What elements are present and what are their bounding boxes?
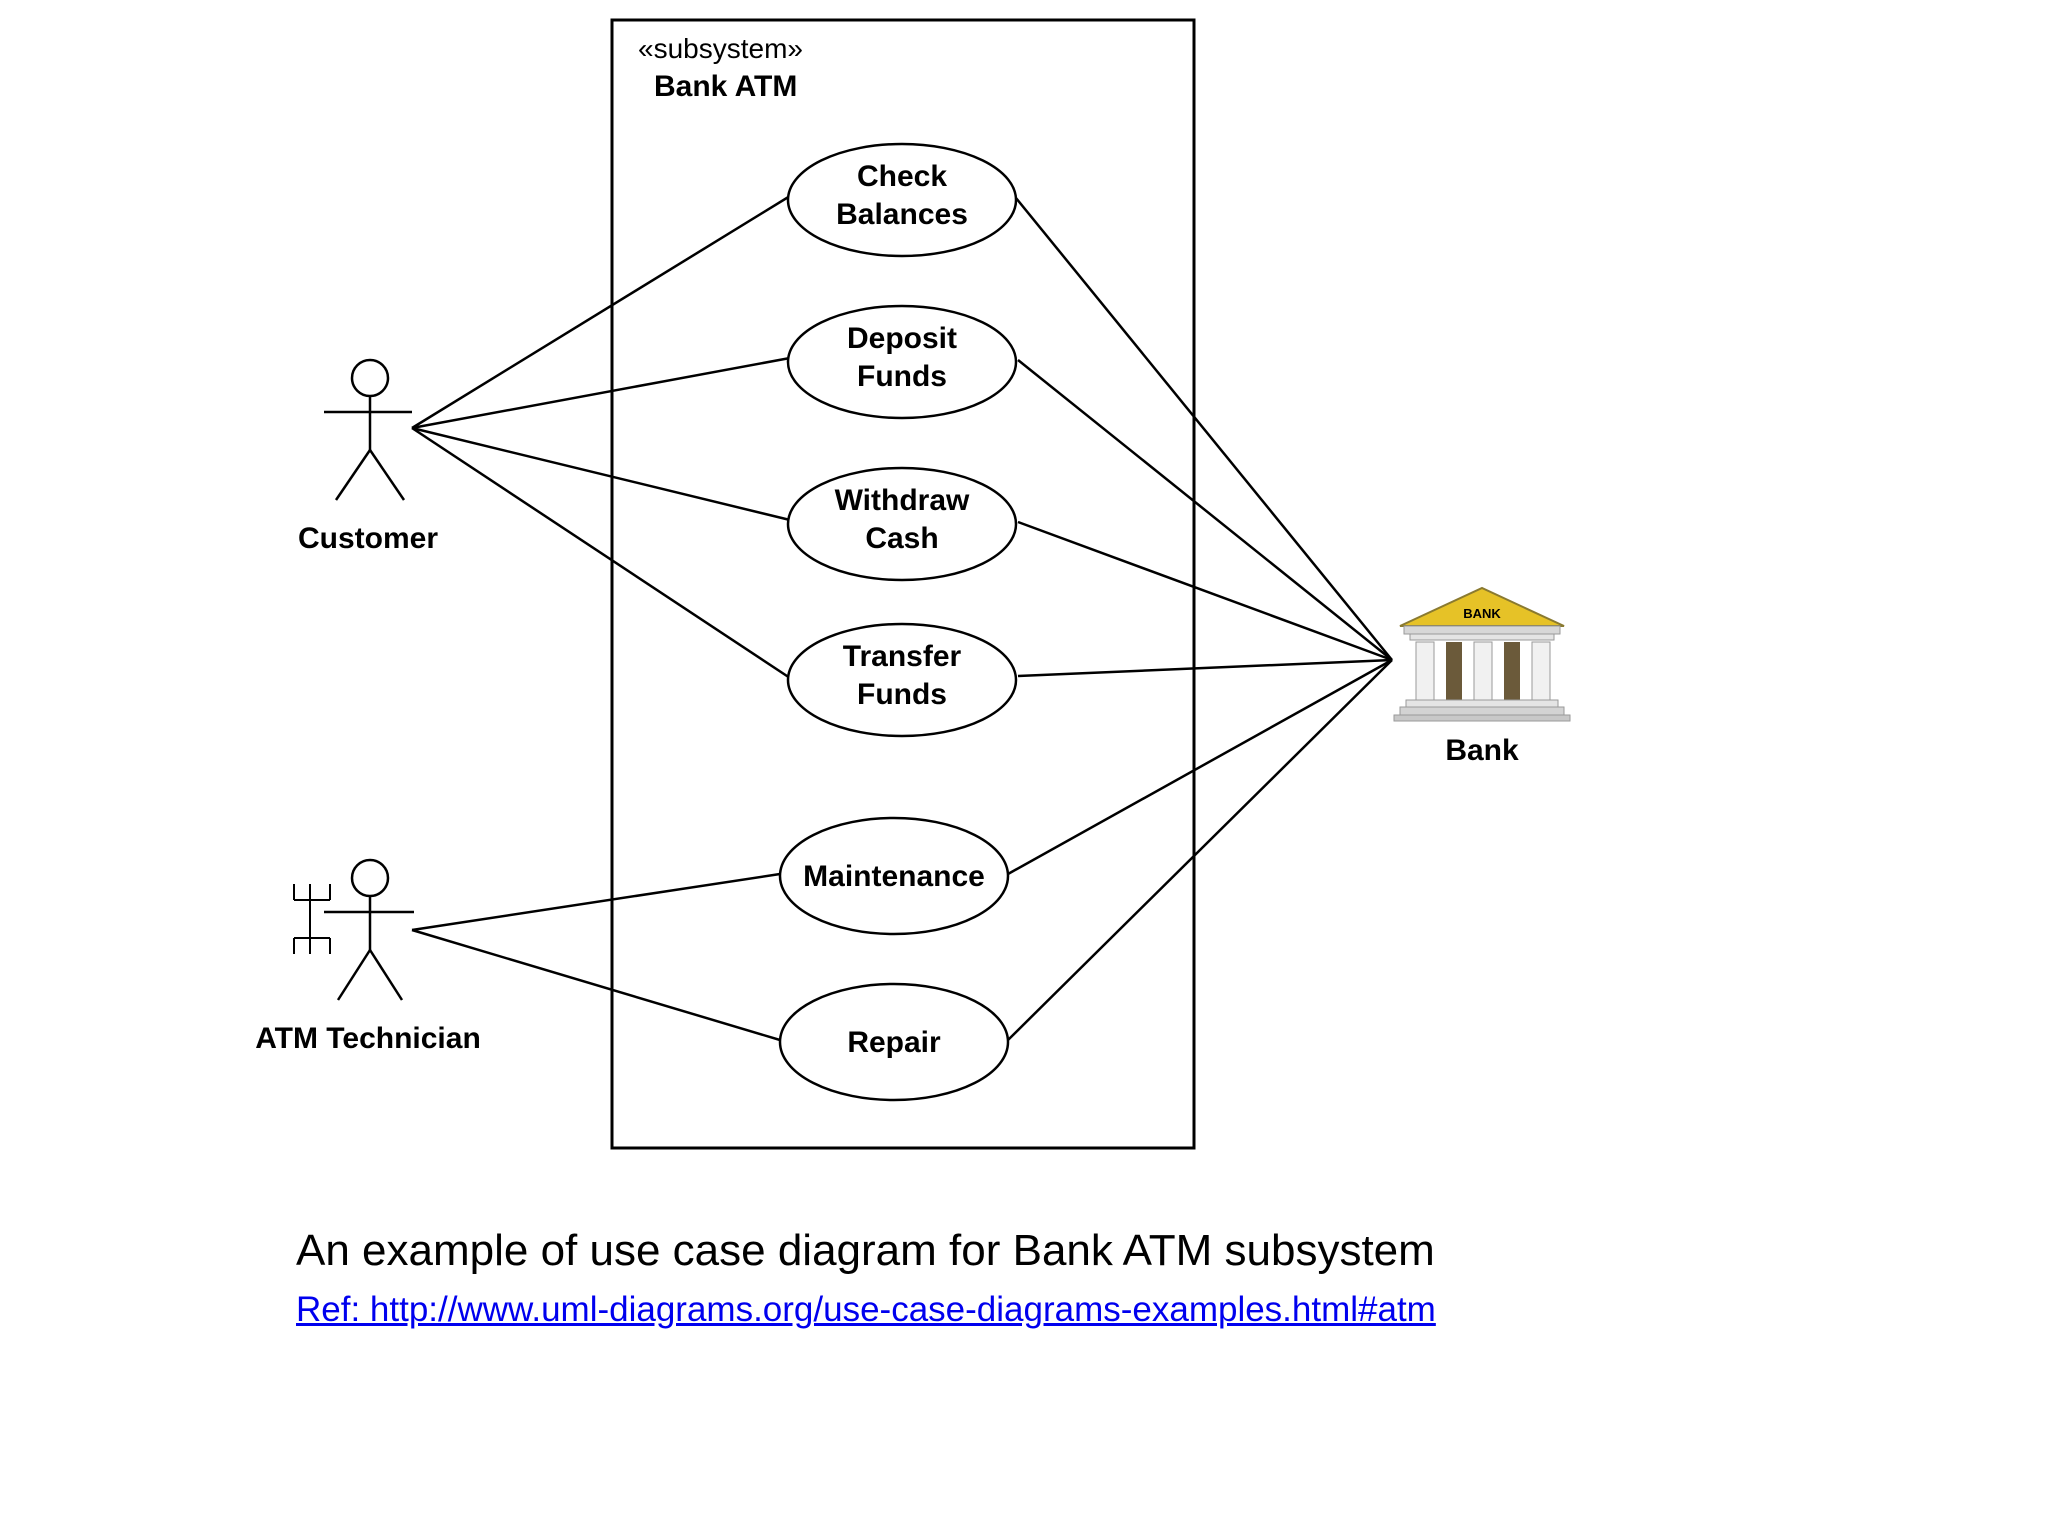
assoc-customer-check-balances [411, 194, 791, 430]
subsystem-name: Bank ATM [654, 70, 797, 103]
actor-customer[interactable] [324, 358, 412, 501]
assoc-customer-withdraw-cash [411, 426, 791, 522]
actor-right-leg [368, 949, 404, 1001]
actor-right-leg [368, 449, 406, 501]
use-case-ellipse [786, 466, 1018, 582]
robot-icon [293, 884, 331, 954]
assoc-customer-deposit-funds [411, 356, 791, 430]
assoc-bank-deposit-funds [1017, 359, 1393, 661]
actor-left-leg [336, 949, 372, 1001]
reference-link[interactable]: Ref: http://www.uml-diagrams.org/use-cas… [296, 1290, 1436, 1329]
use-case-check-balances[interactable]: Check Balances [786, 142, 1018, 258]
caption-text: An example of use case diagram for Bank … [296, 1226, 1435, 1275]
use-case-label-line2: Balances [836, 198, 968, 231]
use-case-transfer-funds[interactable]: Transfer Funds [786, 622, 1018, 738]
bank-associations [1007, 197, 1393, 1041]
use-case-maintenance[interactable]: Maintenance [778, 816, 1010, 936]
use-case-label-line1: Withdraw [835, 484, 970, 517]
assoc-customer-transfer-funds [411, 426, 791, 680]
use-case-deposit-funds[interactable]: Deposit Funds [786, 304, 1018, 420]
use-case-repair[interactable]: Repair [778, 982, 1010, 1102]
assoc-bank-withdraw-cash [1017, 520, 1393, 662]
subsystem-stereotype: «subsystem» [638, 33, 803, 64]
assoc-technician-repair [411, 928, 781, 1042]
bank-building-icon: BANK [1393, 586, 1571, 722]
use-case-label-line2: Funds [857, 360, 947, 393]
use-case-ellipse [778, 816, 1010, 936]
use-case-label-line1: Deposit [847, 322, 957, 355]
assoc-bank-repair [1007, 659, 1393, 1041]
use-case-label-line1: Transfer [843, 640, 962, 673]
assoc-technician-maintenance [411, 872, 781, 932]
actor-left-leg [334, 449, 372, 501]
customer-associations [411, 194, 791, 680]
use-case-withdraw-cash[interactable]: Withdraw Cash [786, 466, 1018, 582]
use-case-label-line2: Cash [865, 522, 938, 555]
actor-customer-label: Customer [298, 522, 438, 555]
use-case-label: Repair [847, 1026, 941, 1059]
actor-bank-label: Bank [1445, 734, 1519, 767]
actor-head [350, 858, 390, 898]
use-case-label: Maintenance [803, 860, 985, 893]
use-case-label-line1: Check [857, 160, 947, 193]
actor-technician[interactable] [293, 858, 414, 1001]
use-case-label-line2: Funds [857, 678, 947, 711]
use-case-ellipse [786, 622, 1018, 738]
use-case-ellipse [786, 142, 1018, 258]
assoc-bank-check-balances [1015, 197, 1393, 661]
actor-head [350, 358, 390, 398]
assoc-bank-transfer-funds [1017, 658, 1393, 678]
subsystem-boundary [610, 18, 1196, 1150]
actor-technician-label: ATM Technician [255, 1022, 481, 1055]
actor-bank[interactable]: BANK Bank [1393, 586, 1571, 767]
assoc-bank-maintenance [1007, 658, 1393, 876]
use-case-ellipse [778, 982, 1010, 1102]
bank-sign-text: BANK [1463, 606, 1501, 621]
technician-associations [411, 872, 781, 1042]
use-case-ellipse [786, 304, 1018, 420]
